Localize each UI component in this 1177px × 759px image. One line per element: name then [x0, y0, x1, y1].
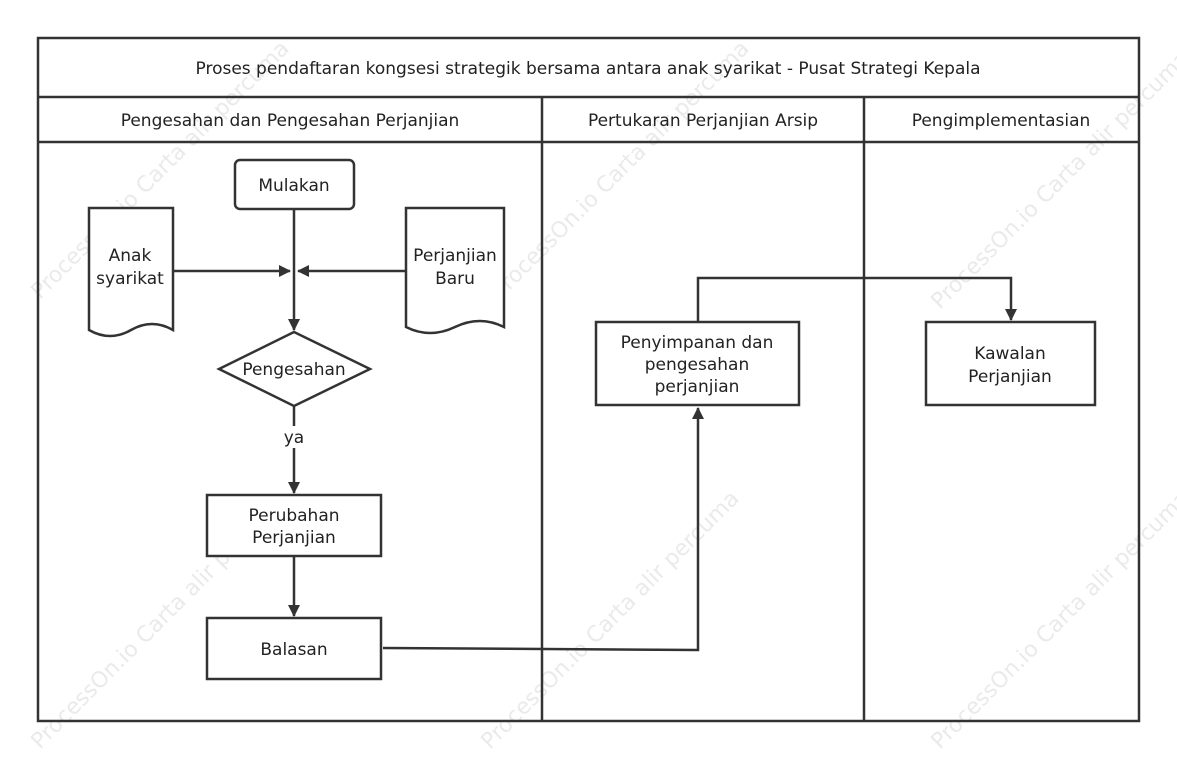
process-node-balasan — [205, 616, 383, 681]
swimlane-pool — [36, 36, 1141, 723]
edge-penyimpanan-kawalan — [696, 276, 1017, 322]
document-node-perjanjian-baru — [404, 206, 506, 335]
process-node-perubahan — [205, 493, 383, 558]
node-label-kawalan-line2: Perjanjian — [968, 367, 1052, 387]
node-label-perjanjian-baru-line1: Perjanjian — [413, 246, 497, 266]
pool-border — [36, 36, 1141, 723]
node-label-penyimpanan-line2: pengesahan — [645, 355, 750, 375]
process-node-penyimpanan — [594, 320, 801, 407]
node-label-penyimpanan-line1: Penyimpanan dan — [621, 333, 774, 353]
lane-header-pengimplementasian: Pengimplementasian — [912, 111, 1091, 131]
node-label-balasan: Balasan — [260, 640, 327, 660]
pool-title: Proses pendaftaran kongsesi strategik be… — [196, 59, 981, 79]
node-label-anak-syarikat-line2: syarikat — [96, 269, 164, 289]
connectors — [173, 209, 1017, 652]
start-node-mulakan — [233, 158, 356, 211]
watermark-text: ProcessOn.io Carta alir percuma — [477, 486, 745, 754]
nodes — [87, 158, 1097, 681]
node-label-anak-syarikat-line1: Anak — [109, 246, 152, 266]
decision-node-pengesahan — [216, 330, 373, 408]
document-node-anak-syarikat — [87, 206, 175, 338]
node-label-pengesahan: Pengesahan — [242, 360, 345, 380]
edge-balasan-penyimpanan — [382, 407, 704, 652]
node-label-perubahan-line2: Perjanjian — [252, 528, 336, 548]
node-label-mulakan: Mulakan — [258, 176, 329, 196]
lane-header-pertukaran: Pertukaran Perjanjian Arsip — [588, 111, 818, 131]
node-label-perubahan-line1: Perubahan — [248, 506, 339, 526]
node-label-kawalan-line1: Kawalan — [974, 344, 1046, 364]
lane-header-pengesahan: Pengesahan dan Pengesahan Perjanjian — [121, 111, 460, 131]
edge-label-ya: ya — [284, 428, 304, 448]
process-node-kawalan — [924, 320, 1097, 407]
node-label-perjanjian-baru-line2: Baru — [435, 269, 475, 289]
node-label-penyimpanan-line3: perjanjian — [655, 377, 740, 397]
node-labels: Mulakan Anak syarikat Perjanjian Baru Pe… — [96, 176, 1052, 660]
